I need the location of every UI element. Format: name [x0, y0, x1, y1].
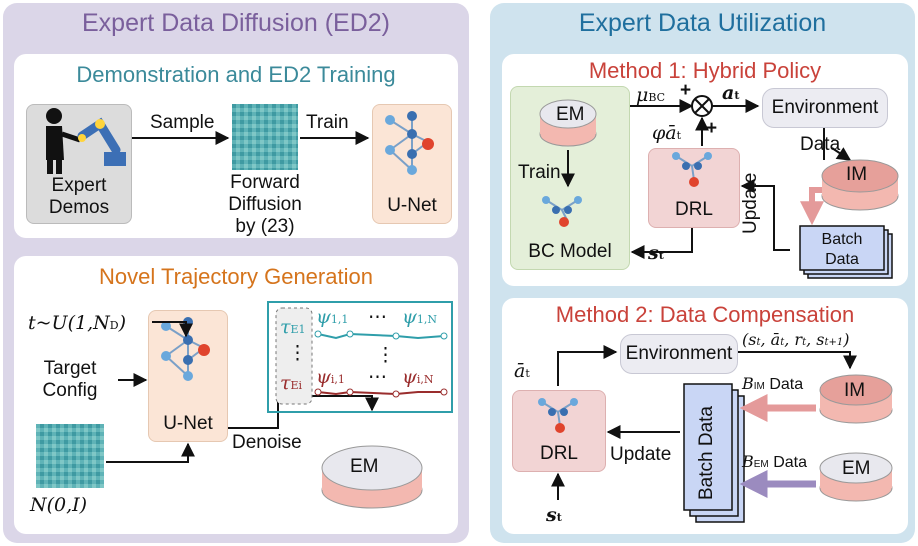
im-label-method2: IM: [844, 380, 866, 401]
trajectory-red: [317, 390, 444, 396]
mu-bc-label: μBC: [636, 84, 666, 106]
environment-label-method1: Environment: [771, 97, 879, 118]
drl-label-method2: DRL: [539, 443, 578, 464]
network-icon-train: [385, 111, 434, 175]
target-config-label: Target Config: [42, 358, 98, 401]
forward-diffusion-label: Forward Diffusion by (23): [228, 172, 302, 237]
em-label-method1: EM: [556, 104, 585, 125]
tau-ei-label: τEi: [280, 372, 303, 394]
network-icon-drl2: [538, 398, 578, 433]
environment-box-method2: Environment: [620, 334, 738, 374]
state-label-method2: st: [546, 504, 562, 526]
psi-ellipsis-top: ⋯: [368, 307, 387, 328]
psi-1-1: ψ1,1: [316, 306, 349, 328]
plus-top: +: [680, 80, 692, 101]
ed2-panel-title: Expert Data Diffusion (ED2): [82, 9, 390, 37]
gaussian-noise-label: N(0,I): [30, 494, 88, 516]
expert-demos-box: Expert Demos: [26, 104, 132, 224]
im-label-method1: IM: [846, 164, 868, 185]
method2-title: Method 2: Data Compensation: [555, 302, 855, 327]
psi-ellipsis-bottom: ⋯: [368, 367, 387, 388]
em-disk-method1: [539, 99, 597, 147]
train-label-method1: Train: [518, 162, 561, 183]
batch-data-label-method1: Batch Data: [821, 231, 863, 268]
network-icon-drl1: [672, 152, 712, 187]
im-disk-method1: [821, 159, 899, 211]
trajectory-teal: [317, 332, 445, 340]
action-label: at: [722, 82, 740, 104]
train-label: Train: [306, 112, 349, 133]
em-disk-generate: [321, 445, 423, 509]
em-label-generate: EM: [350, 456, 379, 477]
transition-tuple: (st, āt, rt, st+1): [742, 330, 850, 349]
batch-data-stack-method2: [683, 383, 733, 511]
environment-box-method1: Environment: [762, 88, 888, 128]
drl-box-method1: DRL: [648, 148, 740, 228]
drl-label-method1: DRL: [674, 199, 713, 220]
environment-label-method2: Environment: [625, 343, 733, 364]
state-label-method1: st: [648, 242, 664, 264]
gaussian-noise-icon: [36, 424, 104, 488]
network-icon-bc: [542, 196, 582, 227]
bc-model-label: BC Model: [528, 241, 612, 262]
batch-data-stack-method1: [799, 225, 885, 271]
update-label-method2: Update: [610, 444, 672, 465]
expert-demos-label: Expert Demos: [48, 175, 110, 218]
psi-i-n: ψi,N: [402, 366, 434, 388]
em-disk-method2: [819, 452, 893, 502]
psi-vdots: ⋮: [376, 345, 395, 366]
novel-trajectory-title: Novel Trajectory Generation: [99, 264, 373, 289]
timestep-distribution: t~U(1,ND): [28, 312, 126, 334]
data-label-method1: Data: [800, 134, 841, 155]
phi-a-label: φāt: [652, 122, 682, 144]
sample-label: Sample: [150, 112, 215, 133]
utilization-panel-title: Expert Data Utilization: [578, 9, 827, 37]
em-label-method2: EM: [842, 458, 871, 479]
psi-i-1: ψi,1: [316, 366, 345, 388]
method1-title: Method 1: Hybrid Policy: [588, 58, 822, 83]
im-disk-method2: [819, 374, 893, 424]
network-icon-generate: [161, 317, 210, 381]
b-im-data-label: BIM Data: [742, 374, 804, 393]
psi-1-n: ψ1,N: [402, 306, 438, 328]
unet-train-label: U-Net: [387, 195, 437, 216]
batch-data-label-method2: Batch Data: [696, 406, 717, 500]
tau-vdots: ⋮: [288, 343, 307, 364]
plus-side: +: [706, 118, 718, 139]
denoise-label: Denoise: [232, 432, 302, 453]
tau-column: [275, 307, 313, 405]
update-label-method1: Update: [740, 172, 761, 234]
demo-training-title: Demonstration and ED2 Training: [76, 62, 396, 87]
b-em-data-label: BEM Data: [742, 452, 808, 471]
action-label-method2: āt: [514, 360, 530, 382]
noise-image-icon: [232, 104, 298, 170]
unet-generate-label: U-Net: [163, 413, 213, 434]
tau-e1-label: τE1: [280, 316, 306, 338]
robot-arm-icon: [46, 108, 126, 174]
trajectory-frame: [267, 301, 453, 413]
